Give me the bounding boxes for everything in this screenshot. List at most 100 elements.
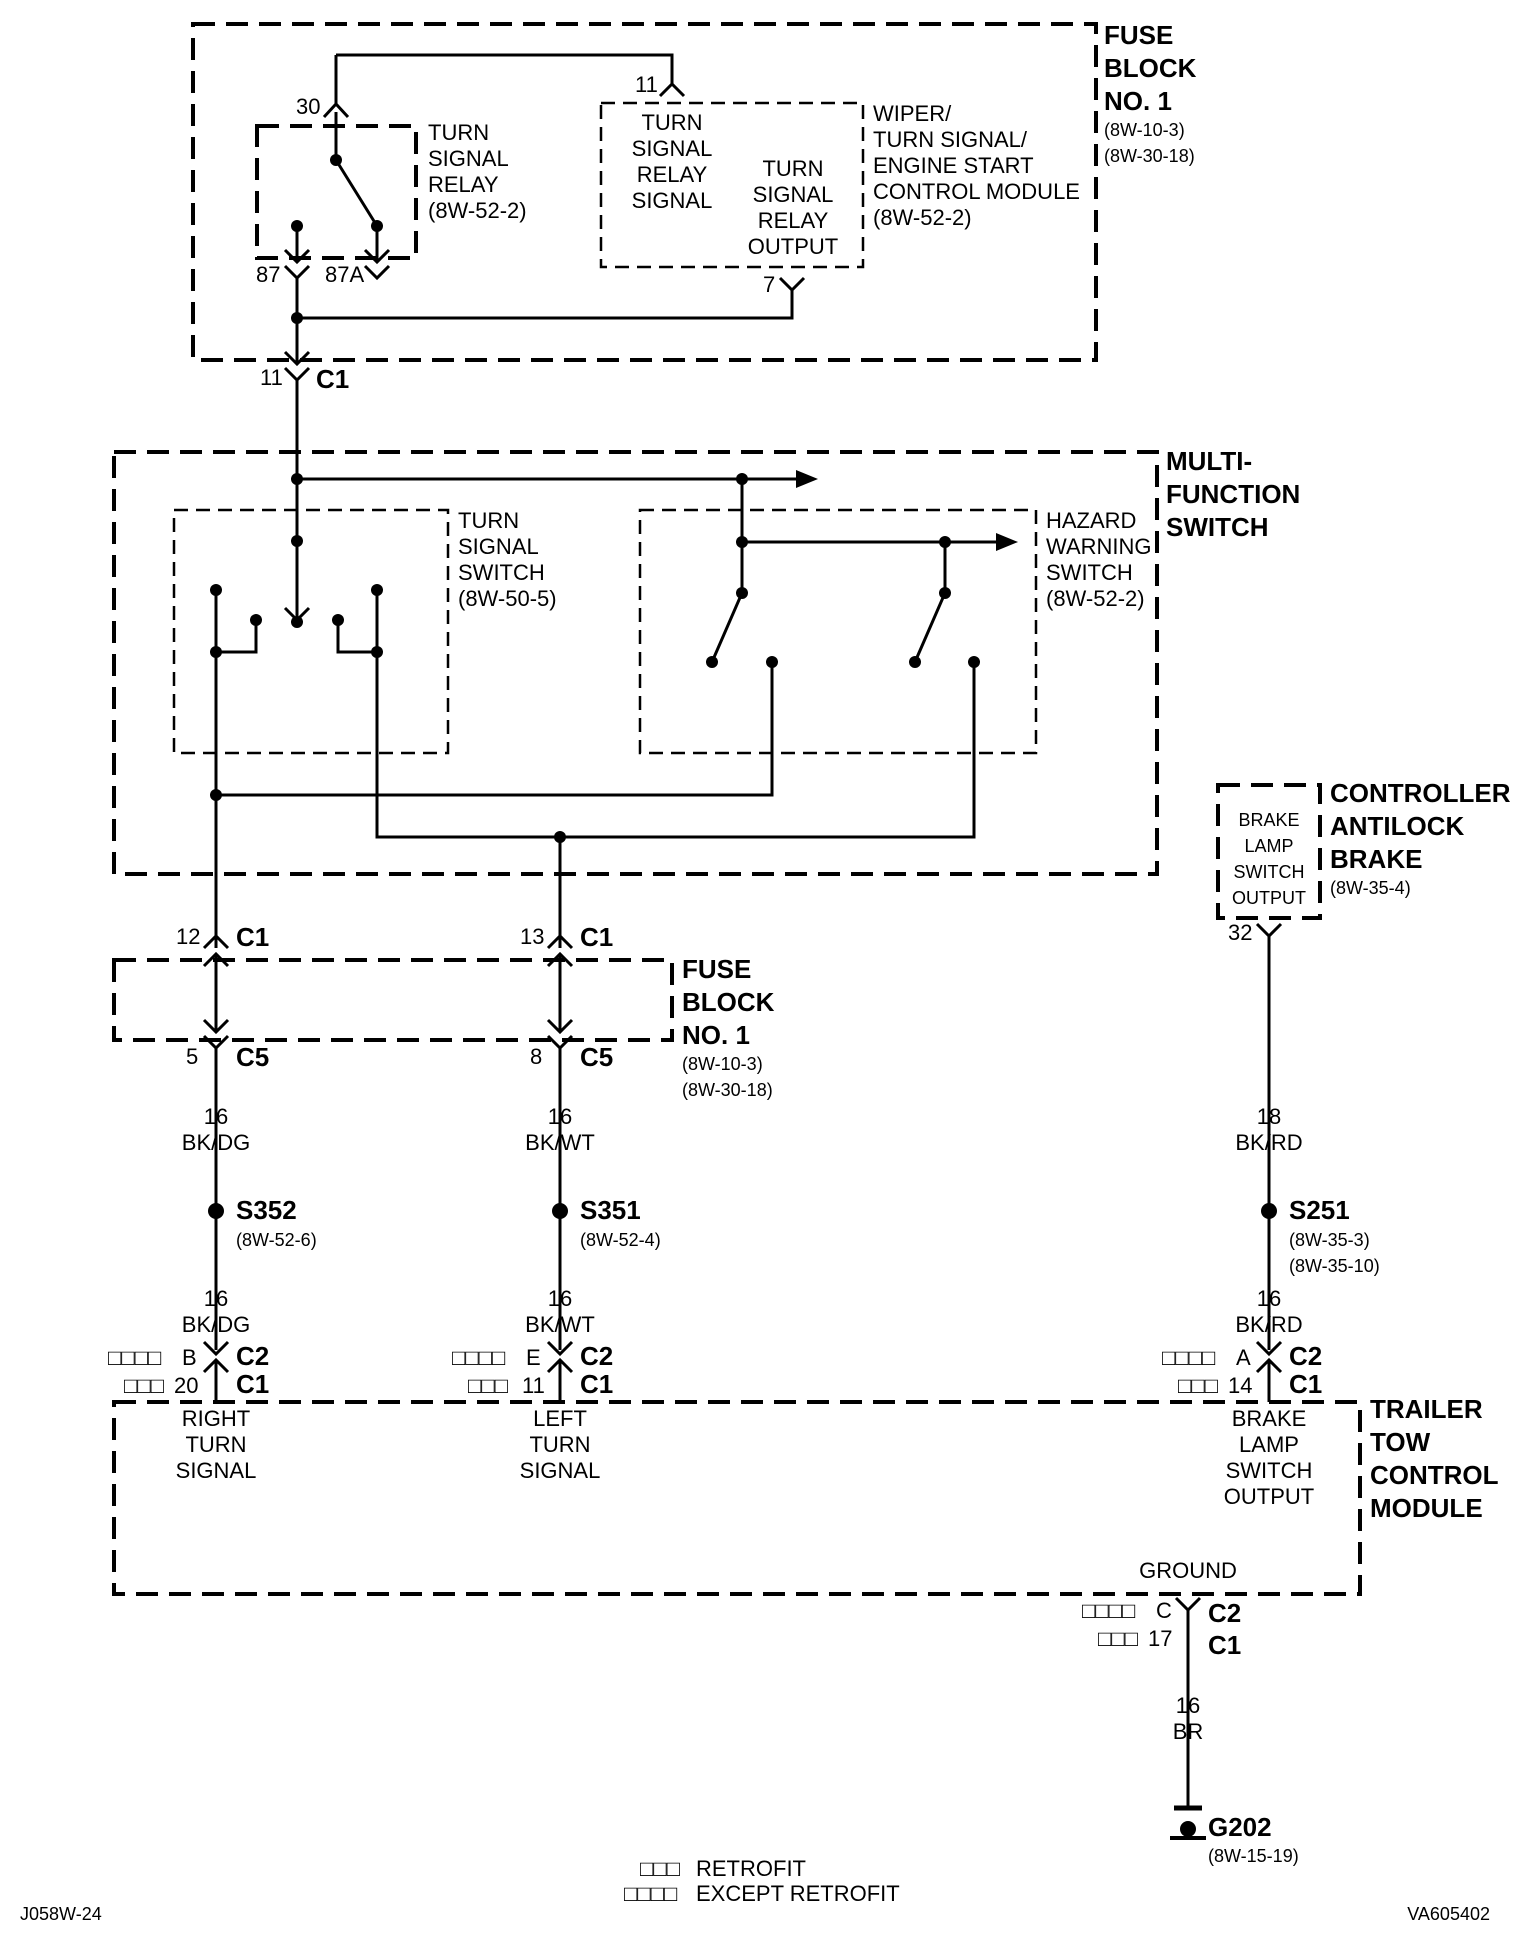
- ttm-title-1: TRAILER: [1370, 1394, 1483, 1424]
- fb-mid-ref-1: (8W-10-3): [682, 1054, 763, 1074]
- gnd-c1-name: C1: [1208, 1630, 1241, 1660]
- mid-gauge-1: 16: [548, 1104, 572, 1129]
- c1-top-pin: 11: [260, 365, 283, 390]
- c1-top-name: C1: [316, 364, 349, 394]
- left-splice: S352: [236, 1195, 297, 1225]
- relay-label-3: RELAY: [428, 172, 499, 197]
- ctrl-ref: (8W-35-4): [1330, 878, 1411, 898]
- mid-color-1: BK/WT: [525, 1130, 595, 1155]
- mfs-title-3: SWITCH: [1166, 512, 1269, 542]
- ttm-left-2: TURN: [529, 1432, 590, 1457]
- fuse-block-mid-box: [112, 958, 674, 1042]
- hz-label-1: HAZARD: [1046, 508, 1136, 533]
- relay-pin-30: 30: [296, 94, 320, 119]
- ttm-left-3: SIGNAL: [520, 1458, 601, 1483]
- left-gauge-2: 16: [204, 1286, 228, 1311]
- relay-label-2: SIGNAL: [428, 146, 509, 171]
- c1-left-pin: 12: [176, 924, 200, 949]
- mid-c2-pin: E: [526, 1345, 541, 1370]
- right-c1-marks: □□□: [1178, 1373, 1218, 1398]
- ctrl-title-2: ANTILOCK: [1330, 811, 1465, 841]
- wiper-module-box: [599, 101, 865, 269]
- ttm-title-3: CONTROL: [1370, 1460, 1499, 1490]
- right-c2-pin: A: [1236, 1345, 1251, 1370]
- ttm-right-3: SIGNAL: [176, 1458, 257, 1483]
- right-splice: S251: [1289, 1195, 1350, 1225]
- hz-label-3: SWITCH: [1046, 560, 1133, 585]
- left-c2-pin: B: [182, 1345, 197, 1370]
- mid-gauge-2: 16: [548, 1286, 572, 1311]
- ctrl-title-1: CONTROLLER: [1330, 778, 1511, 808]
- wiper-out-1: TURN: [762, 156, 823, 181]
- gnd-gauge: 16: [1176, 1693, 1200, 1718]
- gnd-c1-marks: □□□: [1098, 1626, 1138, 1651]
- right-c2-marks: □□□□: [1162, 1345, 1215, 1370]
- left-c1-pin: 20: [174, 1373, 198, 1398]
- left-c1-marks: □□□: [124, 1373, 164, 1398]
- wiper-label-3: ENGINE START: [873, 153, 1034, 178]
- right-splice-ref-2: (8W-35-10): [1289, 1256, 1380, 1276]
- left-color-2: BK/DG: [182, 1312, 250, 1337]
- wiper-out-3: RELAY: [758, 208, 829, 233]
- left-c2-name: C2: [236, 1341, 269, 1371]
- ttm-ground: GROUND: [1139, 1558, 1237, 1583]
- ctrl-inner-4: OUTPUT: [1232, 888, 1306, 908]
- fuse-block-top-title-1: FUSE: [1104, 20, 1173, 50]
- wiper-in-1: TURN: [641, 110, 702, 135]
- tss-label-2: SIGNAL: [458, 534, 539, 559]
- fuse-block-top-ref-2: (8W-30-18): [1104, 146, 1195, 166]
- left-c1-name: C1: [236, 1369, 269, 1399]
- hz-label-4: (8W-52-2): [1046, 586, 1145, 611]
- tss-label-3: SWITCH: [458, 560, 545, 585]
- right-gauge-2: 16: [1257, 1286, 1281, 1311]
- fb-mid-title-2: BLOCK: [682, 987, 775, 1017]
- mid-c1-name: C1: [580, 1369, 613, 1399]
- right-c2-name: C2: [1289, 1341, 1322, 1371]
- turn-signal-switch-box: [172, 508, 450, 755]
- mid-color-2: BK/WT: [525, 1312, 595, 1337]
- ttm-brake-2: LAMP: [1239, 1432, 1299, 1457]
- c5-mid-pin: 8: [530, 1044, 542, 1069]
- mid-c2-name: C2: [580, 1341, 613, 1371]
- ttm-brake-4: OUTPUT: [1224, 1484, 1314, 1509]
- relay-label-1: TURN: [428, 120, 489, 145]
- splice-s351: [552, 1203, 568, 1219]
- fuse-block-top-title-3: NO. 1: [1104, 86, 1172, 116]
- wiper-out-2: SIGNAL: [753, 182, 834, 207]
- hazard-switch-box: [638, 508, 1038, 755]
- legend-except-marks: □□□□: [624, 1881, 677, 1906]
- fb-mid-title-1: FUSE: [682, 954, 751, 984]
- ttm-brake-3: SWITCH: [1226, 1458, 1313, 1483]
- legend-retrofit-marks: □□□: [640, 1856, 680, 1881]
- mfs-title-1: MULTI-: [1166, 446, 1252, 476]
- c1-mid-pin: 13: [520, 924, 544, 949]
- splice-s352: [208, 1203, 224, 1219]
- mid-splice-ref: (8W-52-4): [580, 1230, 661, 1250]
- gnd-c2-pin: C: [1156, 1598, 1172, 1623]
- wiper-pin-in: 11: [635, 72, 658, 97]
- left-color-1: BK/DG: [182, 1130, 250, 1155]
- controller-box: [1216, 783, 1322, 920]
- c5-left-pin: 5: [186, 1044, 198, 1069]
- gnd-c1-pin: 17: [1148, 1626, 1172, 1651]
- gnd-color: BR: [1173, 1719, 1204, 1744]
- wiper-label-2: TURN SIGNAL/: [873, 127, 1028, 152]
- right-c1-name: C1: [1289, 1369, 1322, 1399]
- c5-left-name: C5: [236, 1042, 269, 1072]
- hz-label-2: WARNING: [1046, 534, 1152, 559]
- right-gauge-1: 18: [1257, 1104, 1281, 1129]
- left-splice-ref: (8W-52-6): [236, 1230, 317, 1250]
- wiper-pin-out: 7: [763, 272, 775, 297]
- c1-left-name: C1: [236, 922, 269, 952]
- gnd-name: G202: [1208, 1812, 1272, 1842]
- wiper-out-4: OUTPUT: [748, 234, 838, 259]
- fuse-block-top-box: [191, 22, 1098, 362]
- fb-mid-title-3: NO. 1: [682, 1020, 750, 1050]
- c1-mid-name: C1: [580, 922, 613, 952]
- ctrl-inner-3: SWITCH: [1234, 862, 1305, 882]
- mid-c1-marks: □□□: [468, 1373, 508, 1398]
- mid-c1-pin: 11: [522, 1373, 545, 1398]
- ttm-right-2: TURN: [185, 1432, 246, 1457]
- ttm-left-1: LEFT: [533, 1406, 587, 1431]
- left-c2-marks: □□□□: [108, 1345, 161, 1370]
